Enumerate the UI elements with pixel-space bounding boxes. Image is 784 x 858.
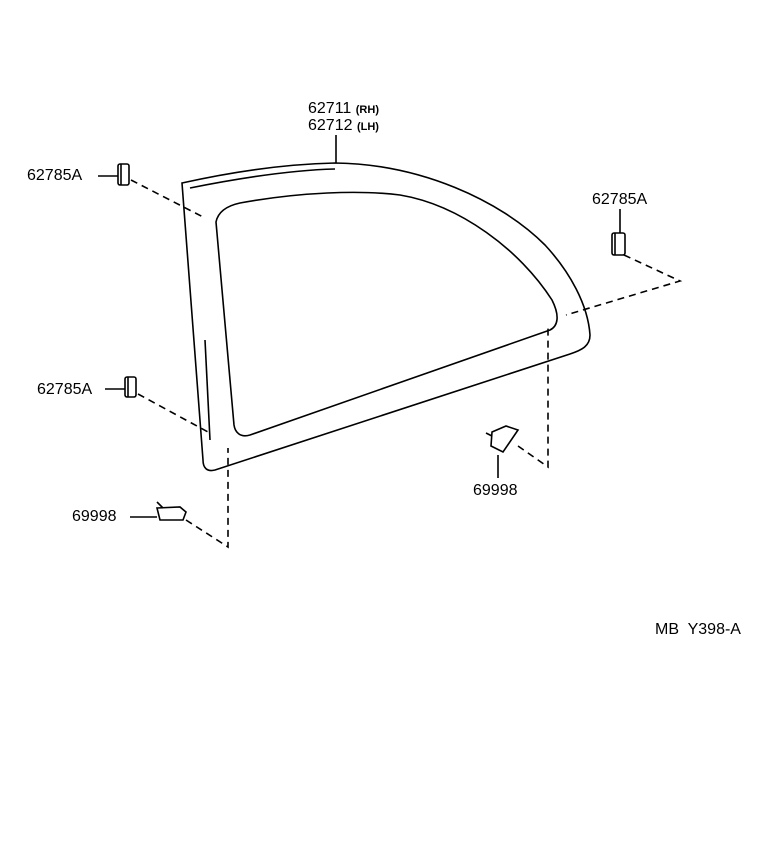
glass-top-highlight: [189, 168, 336, 189]
part-number: 62712: [308, 117, 353, 134]
side-label: (RH): [355, 104, 379, 116]
fastener-right: [485, 325, 549, 478]
part-label-69998-left: 69998: [72, 508, 117, 525]
clip-lower-left: [105, 376, 209, 433]
part-label-62785a-top-left: 62785A: [27, 167, 83, 184]
part-number: 62711: [308, 100, 352, 117]
glass-left-highlight: [204, 339, 211, 441]
part-label-62785a-right: 62785A: [592, 191, 648, 208]
part-label-62712: 62712 (LH): [308, 118, 379, 134]
glass-inner-edge: [215, 191, 558, 437]
quarter-window-glass: [181, 162, 591, 472]
part-label-62711: 62711 (RH): [308, 101, 379, 117]
side-label: (LH): [356, 121, 379, 133]
glass-outer-edge: [181, 162, 591, 472]
part-label-62785a-lower-left: 62785A: [37, 381, 93, 398]
fastener-left: [130, 448, 229, 549]
clip-right: [565, 209, 683, 316]
reference-code: MB Y398-A: [655, 621, 741, 638]
clip-top-left: [98, 163, 206, 219]
part-label-69998-right: 69998: [473, 482, 518, 499]
